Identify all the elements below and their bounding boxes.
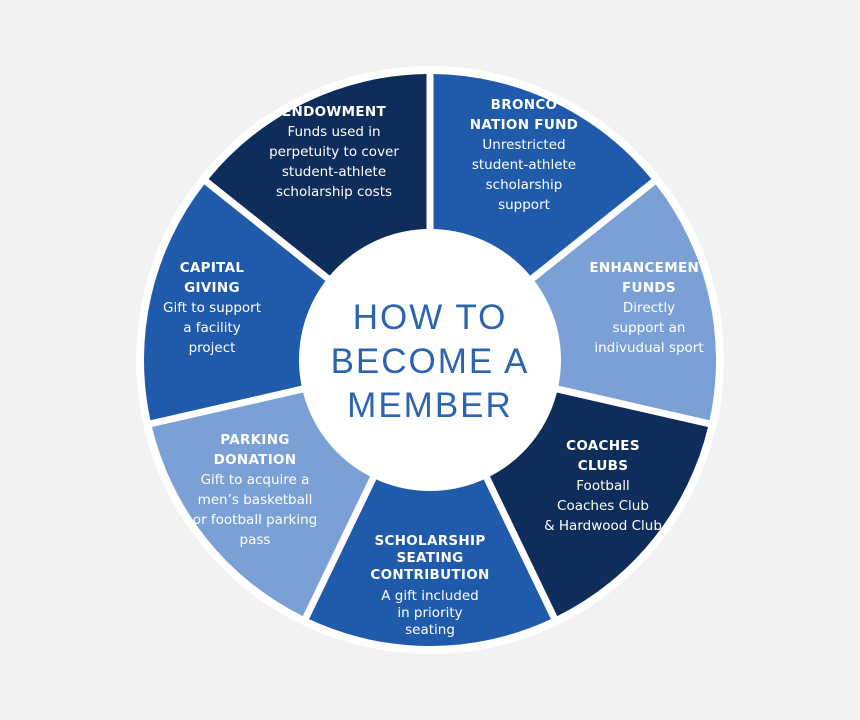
segment-title: ENDOWMENT — [282, 104, 386, 120]
segment-enhancement-funds-shape — [532, 184, 716, 421]
segment-scholarship-seating-shape — [309, 476, 551, 646]
segment-endowment-shape — [208, 74, 427, 278]
center-hub — [299, 229, 561, 491]
segment-parking-donation-shape — [151, 391, 372, 617]
center-title: HOW TO BECOME A MEMBER — [330, 298, 530, 425]
segment-capital-giving-shape — [143, 184, 328, 421]
segment-coaches-clubs-shape — [488, 391, 709, 617]
segment-bronco-nation-fund-shape — [433, 74, 652, 278]
